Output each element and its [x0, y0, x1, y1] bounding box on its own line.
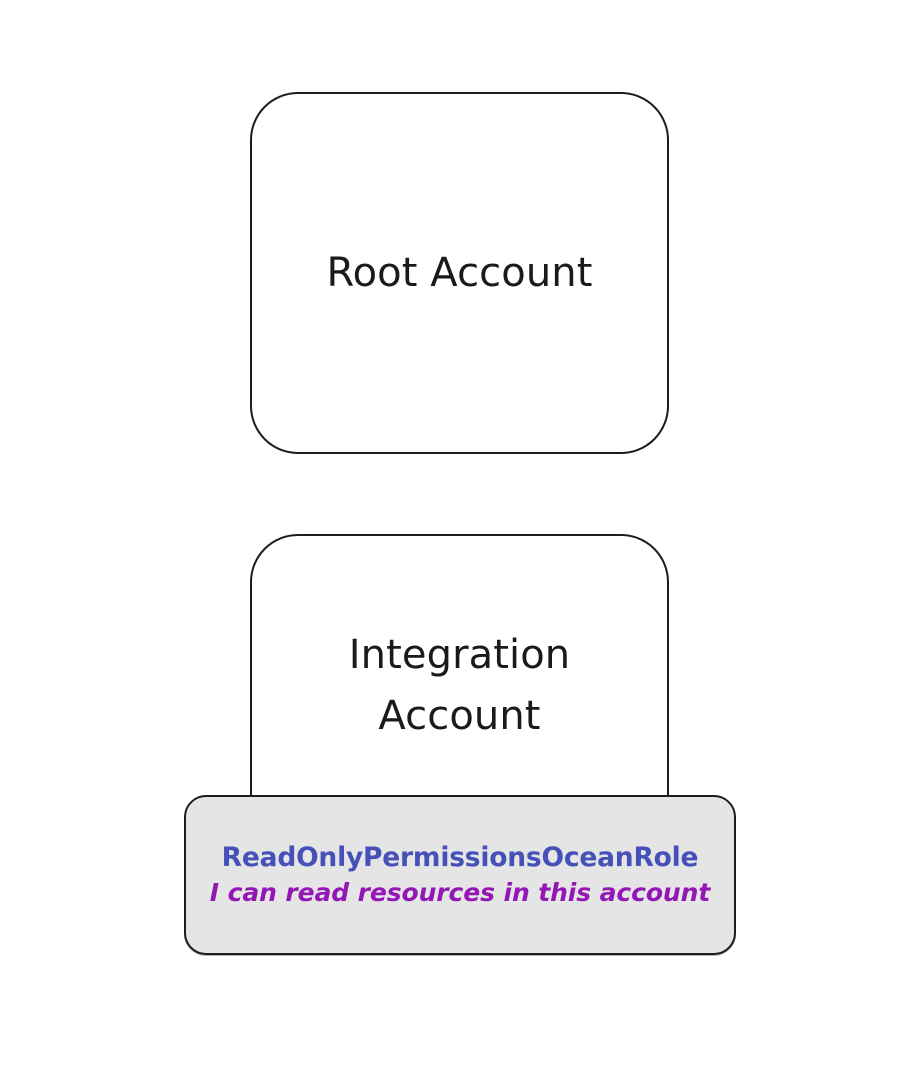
role-name-label: ReadOnlyPermissionsOceanRole — [221, 841, 699, 873]
root-account-box[interactable]: Root Account — [250, 92, 669, 454]
root-account-label: Root Account — [326, 249, 593, 296]
role-description-label: I can read resources in this account — [209, 877, 711, 907]
integration-account-label: Integration Account — [348, 632, 571, 739]
readonly-role-node[interactable]: ReadOnlyPermissionsOceanRole I can read … — [184, 795, 736, 955]
